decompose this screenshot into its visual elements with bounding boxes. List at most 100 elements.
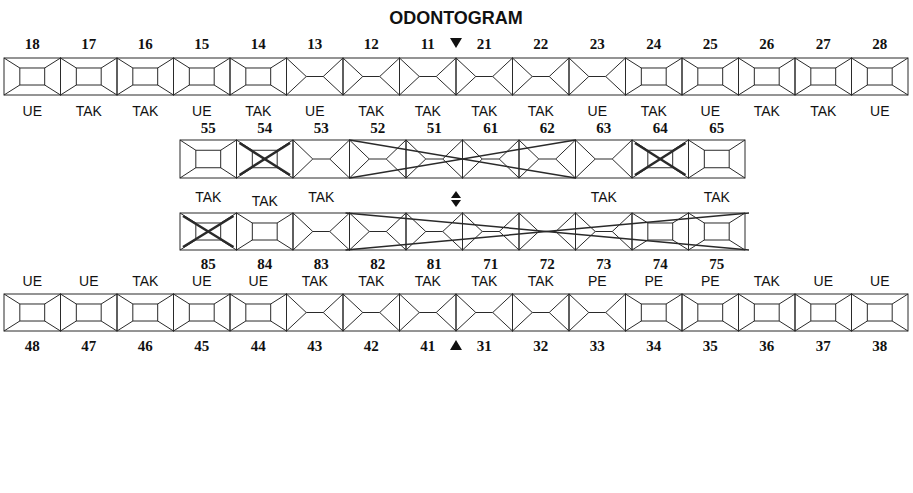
tooth-occlusal <box>754 304 779 321</box>
tooth-line <box>158 321 174 331</box>
tooth-outline <box>117 294 174 331</box>
tooth-number: 28 <box>872 37 887 52</box>
tooth-line <box>174 85 190 95</box>
tooth-line <box>277 213 293 223</box>
condition-code: TAK <box>641 104 667 118</box>
tooth-line <box>230 58 246 68</box>
condition-code: UE <box>249 274 268 288</box>
tooth-line <box>101 294 117 304</box>
tooth-line <box>852 294 868 304</box>
tooth-line <box>493 77 513 96</box>
tooth-line <box>323 313 343 332</box>
tooth-line <box>436 294 456 313</box>
tooth-line <box>174 294 190 304</box>
condition-code: UE <box>23 104 42 118</box>
tooth-line <box>569 313 589 332</box>
tooth-line <box>101 58 117 68</box>
tooth-line <box>532 312 549 313</box>
tooth-line <box>237 213 253 223</box>
tooth-outline <box>287 58 344 95</box>
condition-code: TAK <box>132 104 158 118</box>
tooth-line <box>287 294 307 313</box>
tooth-line <box>729 168 745 178</box>
missing-range-cross <box>350 140 576 178</box>
tooth-occlusal <box>698 68 723 85</box>
tooth-line <box>343 77 363 96</box>
condition-code: TAK <box>415 104 441 118</box>
tooth-outline <box>519 140 576 178</box>
condition-code: TAK <box>132 274 158 288</box>
tooth-line <box>576 140 596 159</box>
tooth-line <box>158 294 174 304</box>
tooth-line <box>45 85 61 95</box>
tooth-outline <box>230 294 287 331</box>
tooth-outline <box>682 58 739 95</box>
tooth-line <box>569 294 589 313</box>
tooth-outline <box>739 294 796 331</box>
tooth-line <box>456 294 476 313</box>
tooth-line <box>606 58 626 77</box>
condition-code: TAK <box>528 104 554 118</box>
tooth-line <box>626 321 642 331</box>
tooth-number: 17 <box>81 37 96 52</box>
tooth-outline <box>350 140 407 178</box>
tooth-line <box>836 294 852 304</box>
tooth-outline <box>293 213 350 250</box>
tooth-line <box>61 85 77 95</box>
tooth-line <box>612 232 632 251</box>
tooth-line <box>230 85 246 95</box>
tooth-line <box>689 140 705 150</box>
condition-code: TAK <box>358 274 384 288</box>
tooth-number: 71 <box>483 257 498 272</box>
tooth-outline <box>626 294 683 331</box>
tooth-line <box>380 294 400 313</box>
tooth-line <box>666 85 682 95</box>
tooth-line <box>723 294 739 304</box>
tooth-outline <box>400 58 457 95</box>
tooth-line <box>892 294 908 304</box>
tooth-line <box>632 240 648 250</box>
chart-title: ODONTOGRAM <box>389 9 523 27</box>
tooth-line <box>426 231 443 232</box>
tooth-line <box>343 58 363 77</box>
tooth-line <box>101 85 117 95</box>
tooth-line <box>363 312 380 313</box>
tooth-line <box>380 77 400 96</box>
tooth-outline <box>576 213 633 250</box>
tooth-line <box>426 159 443 160</box>
missing-cross <box>635 143 686 175</box>
tooth-number: 82 <box>370 257 385 272</box>
condition-code: TAK <box>358 104 384 118</box>
tooth-outline <box>180 140 237 178</box>
tooth-line <box>513 294 533 313</box>
tooth-outline <box>632 213 689 250</box>
tooth-number: 75 <box>709 257 724 272</box>
tooth-line <box>549 77 569 96</box>
tooth-line <box>180 168 196 178</box>
tooth-line <box>836 58 852 68</box>
tooth-line <box>293 140 313 159</box>
tooth-outline <box>406 213 463 250</box>
tooth-line <box>306 312 323 313</box>
tooth-line <box>343 294 363 313</box>
tooth-line <box>271 321 287 331</box>
missing-cross <box>240 143 291 175</box>
condition-code: UE <box>588 104 607 118</box>
tooth-line <box>476 312 493 313</box>
tooth-line <box>852 321 868 331</box>
tooth-line <box>323 77 343 96</box>
tooth-occlusal <box>189 68 214 85</box>
condition-code: TAK <box>591 190 617 204</box>
tooth-line <box>369 231 386 232</box>
tooth-line <box>739 58 755 68</box>
tooth-outline <box>230 58 287 95</box>
tooth-outline <box>463 213 520 250</box>
tooth-line <box>237 240 253 250</box>
tooth-number: 63 <box>596 121 611 136</box>
tooth-number: 35 <box>703 339 718 354</box>
tooth-number: 33 <box>590 339 605 354</box>
tooth-line <box>463 213 483 232</box>
tooth-line <box>589 312 606 313</box>
tooth-number: 61 <box>483 121 498 136</box>
